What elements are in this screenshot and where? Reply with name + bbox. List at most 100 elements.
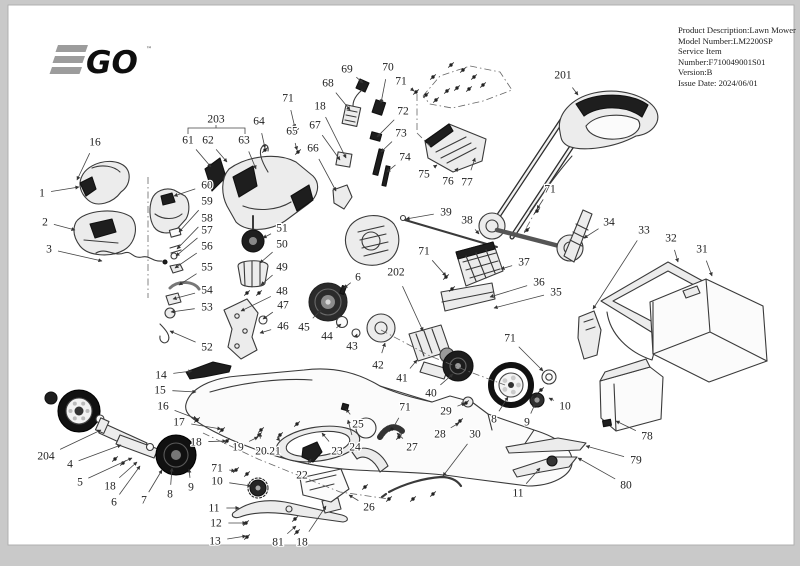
part-label-56[interactable]: 56 <box>200 239 214 254</box>
part-label-43[interactable]: 43 <box>345 339 359 354</box>
part-label-52[interactable]: 52 <box>200 340 214 355</box>
part-label-46[interactable]: 46 <box>276 319 290 334</box>
part-label-8[interactable]: 8 <box>490 412 499 427</box>
part-label-79[interactable]: 79 <box>629 453 643 468</box>
part-label-31[interactable]: 31 <box>695 242 709 257</box>
part-label-48[interactable]: 48 <box>275 284 289 299</box>
part-label-68[interactable]: 68 <box>321 76 335 91</box>
part-label-61[interactable]: 61 <box>181 133 195 148</box>
part-label-81[interactable]: 81 <box>271 535 285 550</box>
part-label-71[interactable]: 71 <box>281 91 295 106</box>
part-label-9[interactable]: 9 <box>523 415 532 430</box>
part-label-18[interactable]: 18 <box>189 435 203 450</box>
part-label-25[interactable]: 25 <box>351 417 365 432</box>
part-label-27[interactable]: 27 <box>405 440 419 455</box>
part-label-54[interactable]: 54 <box>200 283 214 298</box>
part-label-24[interactable]: 24 <box>348 440 362 455</box>
part-label-6[interactable]: 6 <box>110 495 119 510</box>
part-label-74[interactable]: 74 <box>398 150 412 165</box>
part-label-80[interactable]: 80 <box>619 478 633 493</box>
part-label-19[interactable]: 19 <box>231 440 245 455</box>
part-label-45[interactable]: 45 <box>297 320 311 335</box>
part-label-67[interactable]: 67 <box>308 118 322 133</box>
part-label-18[interactable]: 18 <box>313 99 327 114</box>
part-label-75[interactable]: 75 <box>417 167 431 182</box>
part-label-72[interactable]: 72 <box>396 104 410 119</box>
part-label-60[interactable]: 60 <box>200 178 214 193</box>
part-label-16[interactable]: 16 <box>88 135 102 150</box>
part-label-16[interactable]: 16 <box>156 399 170 414</box>
part-label-62[interactable]: 62 <box>201 133 215 148</box>
part-label-11[interactable]: 11 <box>207 501 221 516</box>
part-label-18[interactable]: 18 <box>295 535 309 550</box>
part-label-30[interactable]: 30 <box>468 427 482 442</box>
part-label-4[interactable]: 4 <box>66 457 75 472</box>
part-label-8[interactable]: 8 <box>166 487 175 502</box>
part-label-18[interactable]: 18 <box>103 479 117 494</box>
part-label-204[interactable]: 204 <box>36 449 56 464</box>
part-label-14[interactable]: 14 <box>154 368 168 383</box>
part-label-26[interactable]: 26 <box>362 500 376 515</box>
part-label-71[interactable]: 71 <box>210 461 224 476</box>
part-label-69[interactable]: 69 <box>340 62 354 77</box>
part-label-15[interactable]: 15 <box>153 383 167 398</box>
part-label-38[interactable]: 38 <box>460 213 474 228</box>
part-label-73[interactable]: 73 <box>394 126 408 141</box>
part-label-36[interactable]: 36 <box>532 275 546 290</box>
part-label-41[interactable]: 41 <box>395 371 409 386</box>
part-label-59[interactable]: 59 <box>200 194 214 209</box>
part-label-64[interactable]: 64 <box>252 114 266 129</box>
part-label-29[interactable]: 29 <box>439 404 453 419</box>
part-label-44[interactable]: 44 <box>320 329 334 344</box>
part-label-50[interactable]: 50 <box>275 237 289 252</box>
part-label-71[interactable]: 71 <box>398 400 412 415</box>
part-label-63[interactable]: 63 <box>237 133 251 148</box>
part-label-51[interactable]: 51 <box>275 221 289 236</box>
part-label-35[interactable]: 35 <box>549 285 563 300</box>
part-label-202[interactable]: 202 <box>386 265 406 280</box>
part-label-17[interactable]: 17 <box>172 415 186 430</box>
part-label-13[interactable]: 13 <box>208 534 222 549</box>
part-label-2[interactable]: 2 <box>41 215 50 230</box>
part-label-53[interactable]: 53 <box>200 300 214 315</box>
part-label-22[interactable]: 22 <box>295 468 309 483</box>
part-label-76[interactable]: 76 <box>441 174 455 189</box>
part-label-6[interactable]: 6 <box>354 270 363 285</box>
part-label-34[interactable]: 34 <box>602 215 616 230</box>
part-label-78[interactable]: 78 <box>640 429 654 444</box>
part-label-3[interactable]: 3 <box>45 242 54 257</box>
part-label-32[interactable]: 32 <box>664 231 678 246</box>
part-label-58[interactable]: 58 <box>200 211 214 226</box>
part-label-7[interactable]: 7 <box>140 493 149 508</box>
part-label-1[interactable]: 1 <box>38 186 47 201</box>
part-label-42[interactable]: 42 <box>371 358 385 373</box>
part-label-37[interactable]: 37 <box>517 255 531 270</box>
part-label-71[interactable]: 71 <box>543 182 557 197</box>
part-label-55[interactable]: 55 <box>200 260 214 275</box>
part-label-71[interactable]: 71 <box>503 331 517 346</box>
part-label-203[interactable]: 203 <box>206 112 226 127</box>
part-label-70[interactable]: 70 <box>381 60 395 75</box>
part-label-11[interactable]: 11 <box>511 486 525 501</box>
part-label-47[interactable]: 47 <box>276 298 290 313</box>
part-label-39[interactable]: 39 <box>439 205 453 220</box>
part-label-66[interactable]: 66 <box>306 141 320 156</box>
part-label-49[interactable]: 49 <box>275 260 289 275</box>
part-label-57[interactable]: 57 <box>200 223 214 238</box>
part-label-71[interactable]: 71 <box>417 244 431 259</box>
part-label-20[interactable]: 20 <box>254 444 268 459</box>
part-label-9[interactable]: 9 <box>187 480 196 495</box>
part-label-10[interactable]: 10 <box>210 474 224 489</box>
part-label-65[interactable]: 65 <box>285 124 299 139</box>
part-label-21[interactable]: 21 <box>268 444 282 459</box>
part-label-201[interactable]: 201 <box>553 68 573 83</box>
part-label-10[interactable]: 10 <box>558 399 572 414</box>
part-label-71[interactable]: 71 <box>394 74 408 89</box>
part-label-77[interactable]: 77 <box>460 175 474 190</box>
part-label-12[interactable]: 12 <box>209 516 223 531</box>
part-label-5[interactable]: 5 <box>76 475 85 490</box>
part-label-33[interactable]: 33 <box>637 223 651 238</box>
part-label-28[interactable]: 28 <box>433 427 447 442</box>
part-label-40[interactable]: 40 <box>424 386 438 401</box>
part-label-23[interactable]: 23 <box>330 444 344 459</box>
